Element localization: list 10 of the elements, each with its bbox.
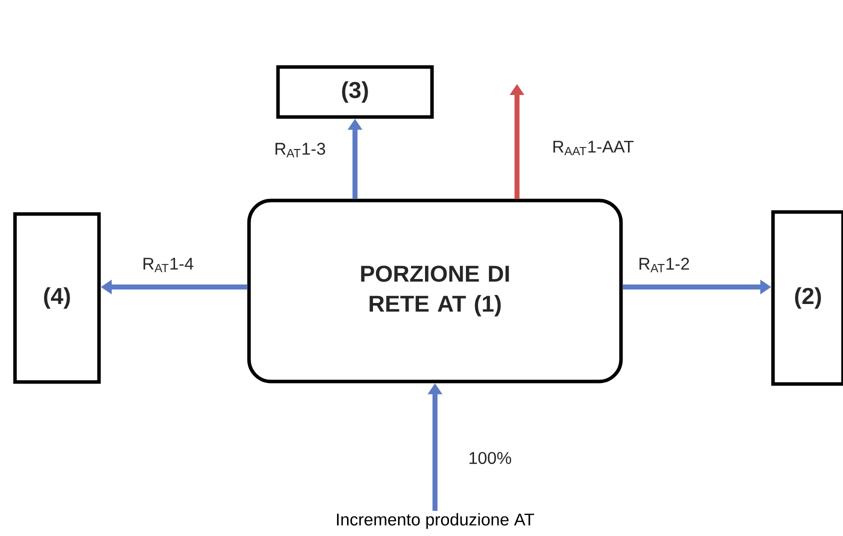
edge-label: 100% [467, 450, 513, 466]
process-box: PORZIONE DI RETE AT (1) [247, 198, 623, 384]
edge-label: R$_{AT}$1-3 [273, 142, 327, 158]
process-box: (4) [13, 212, 101, 384]
process-box: (3) [276, 65, 434, 119]
edge-label: R$_{AT}$1-4 [141, 256, 195, 274]
source-text: Incremento produzione AT [337, 513, 534, 529]
edge-label: R$_{AT}$1-2 [637, 256, 691, 274]
process-box: (2) [771, 210, 843, 386]
edge-label: R$_{AAT}$1-AAT [551, 140, 635, 156]
